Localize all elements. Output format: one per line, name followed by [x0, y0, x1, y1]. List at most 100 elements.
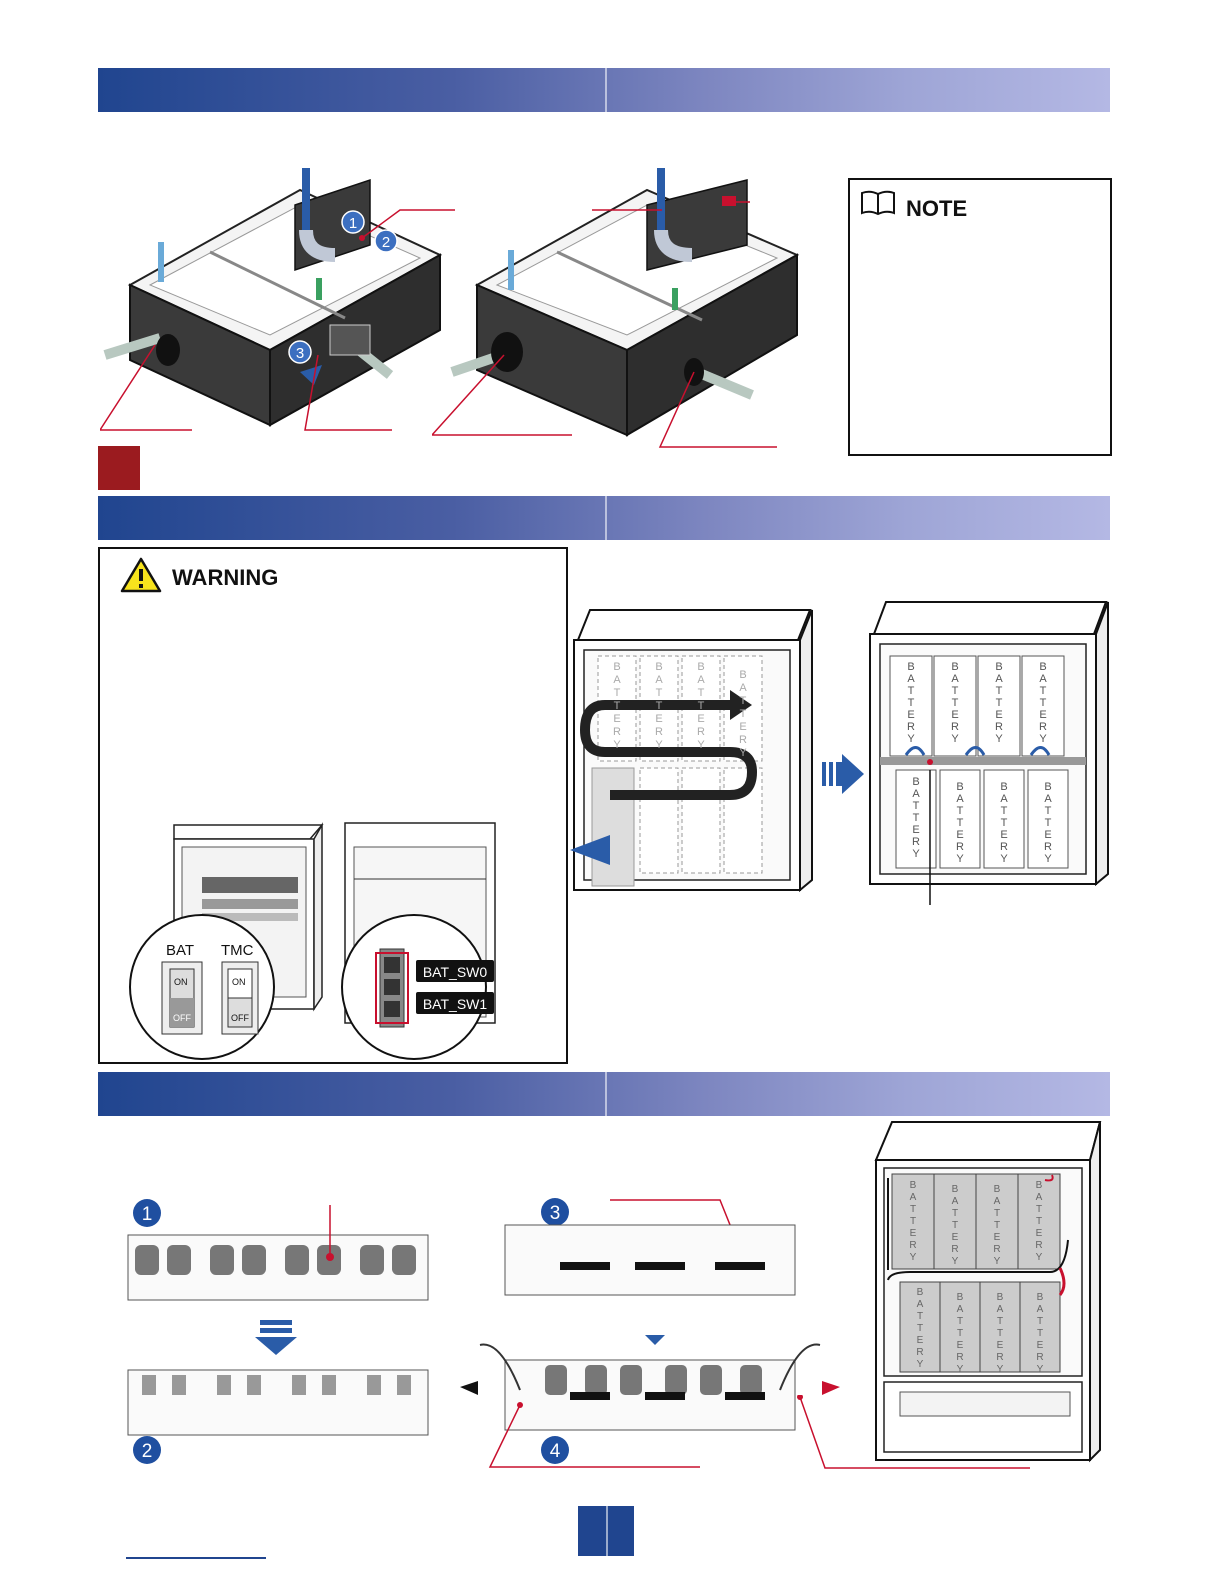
battery-label-letter: T — [910, 1216, 916, 1227]
battery-label-letter: T — [656, 687, 663, 699]
battery-label-letter: E — [997, 1340, 1004, 1351]
battery-label-letter: T — [698, 700, 705, 712]
step-2-badge: 2 — [382, 234, 390, 251]
page-number-box — [578, 1506, 634, 1556]
battery-label-letter: T — [913, 800, 920, 812]
battery-label-letter: T — [1045, 805, 1052, 817]
battery-label-letter: B — [912, 776, 919, 788]
battery-label-letter: A — [613, 674, 621, 686]
battery-label-letter: A — [952, 1196, 959, 1207]
section-header-bar-3 — [98, 1072, 1110, 1116]
battery-label-letter: E — [994, 1232, 1001, 1243]
battery-label-letter: E — [995, 709, 1002, 721]
battery-label-letter: A — [1044, 793, 1052, 805]
battery-label-letter: T — [952, 1208, 958, 1219]
battery-label-letter: Y — [1036, 1252, 1043, 1263]
battery-label-letter: R — [1035, 1240, 1042, 1251]
battery-label-letter: E — [1036, 1228, 1043, 1239]
battery-label-letter: R — [1044, 841, 1052, 853]
battery-label-letter: T — [908, 685, 915, 697]
battery-cabinet-wired-figure: BATTERYBATTERYBATTERYBATTERYBATTERYBATTE… — [874, 1121, 1102, 1463]
battery-label-letter: B — [994, 1184, 1001, 1195]
battery-label-letter: T — [952, 685, 959, 697]
battery-label-letter: R — [995, 721, 1003, 733]
battery-label-letter: T — [740, 695, 747, 707]
battery-label-letter: R — [739, 734, 747, 746]
battery-label-letter: A — [1037, 1304, 1044, 1315]
battery-label-letter: B — [739, 669, 746, 681]
battery-label-letter: B — [997, 1292, 1004, 1303]
battery-label-letter: T — [996, 697, 1003, 709]
tmc-label: TMC — [221, 942, 254, 959]
battery-label-letter: E — [1037, 1340, 1044, 1351]
battery-label-letter: T — [997, 1316, 1003, 1327]
battery-label-letter: A — [1036, 1192, 1043, 1203]
battery-label-letter: Y — [1039, 733, 1047, 745]
battery-label-letter: T — [910, 1204, 916, 1215]
warning-icon — [120, 557, 162, 593]
callout-line-right — [797, 1395, 1030, 1469]
battery-label-letter: A — [907, 673, 915, 685]
battery-label-letter: B — [910, 1180, 917, 1191]
battery-label-letter: R — [951, 721, 959, 733]
battery-label-letter: T — [1001, 805, 1008, 817]
battery-label-letter: E — [739, 721, 746, 733]
transition-arrow-icon — [822, 754, 864, 794]
battery-label-letter: T — [952, 697, 959, 709]
battery-label-letter: R — [909, 1240, 916, 1251]
battery-label-letter: A — [917, 1299, 924, 1310]
battery-label-letter: Y — [655, 739, 663, 751]
battery-label-letter: Y — [910, 1252, 917, 1263]
battery-install-figure-right: BATTERYBATTERYBATTERYBATTERYBATTERYBATTE… — [869, 601, 1109, 905]
battery-label-letter: T — [614, 700, 621, 712]
battery-label-letter: A — [995, 673, 1003, 685]
battery-label-letter: Y — [1000, 853, 1008, 865]
battery-label-letter: R — [613, 726, 621, 738]
tmc-off-label: OFF — [231, 1013, 249, 1023]
battery-label-letter: T — [994, 1220, 1000, 1231]
battery-label-letter: T — [1040, 697, 1047, 709]
battery-label-letter: T — [908, 697, 915, 709]
battery-label-letter: B — [613, 661, 620, 673]
battery-label-letter: A — [912, 788, 920, 800]
battery-label-letter: Y — [907, 733, 915, 745]
battery-label-letter: Y — [697, 739, 705, 751]
battery-label-letter: B — [1037, 1292, 1044, 1303]
battery-label-letter: E — [907, 709, 914, 721]
step-4-terminal-badge: 4 — [550, 1441, 561, 1462]
battery-label-letter: R — [697, 726, 705, 738]
battery-label-letter: B — [995, 661, 1002, 673]
battery-label-letter: Y — [956, 853, 964, 865]
battery-label-letter: R — [912, 836, 920, 848]
battery-label-letter: T — [952, 1220, 958, 1231]
battery-label-letter: T — [913, 812, 920, 824]
bat-sw1-label: BAT_SW1 — [423, 996, 488, 1012]
battery-label-letter: T — [957, 1328, 963, 1339]
battery-label-letter: R — [993, 1244, 1000, 1255]
battery-label-letter: T — [957, 805, 964, 817]
step-1-terminal-badge: 1 — [142, 1204, 153, 1225]
bat-off-label: OFF — [173, 1013, 191, 1023]
step-1-badge: 1 — [349, 215, 357, 232]
battery-label-letter: Y — [997, 1364, 1004, 1375]
battery-label-letter: Y — [613, 739, 621, 751]
battery-label-letter: A — [910, 1192, 917, 1203]
battery-label-letter: Y — [1037, 1364, 1044, 1375]
battery-label-letter: R — [996, 1352, 1003, 1363]
battery-label-letter: R — [951, 1244, 958, 1255]
battery-label-letter: Y — [951, 733, 959, 745]
battery-label-letter: E — [917, 1335, 924, 1346]
battery-label-letter: E — [655, 713, 662, 725]
battery-label-letter: R — [1039, 721, 1047, 733]
battery-label-letter: Y — [952, 1256, 959, 1267]
battery-label-letter: T — [614, 687, 621, 699]
battery-label-letter: T — [1036, 1216, 1042, 1227]
battery-label-letter: E — [952, 1232, 959, 1243]
battery-label-letter: T — [1001, 817, 1008, 829]
battery-label-letter: Y — [994, 1256, 1001, 1267]
battery-label-letter: Y — [912, 848, 920, 860]
battery-label-letter: B — [907, 661, 914, 673]
battery-label-letter: Y — [957, 1364, 964, 1375]
battery-label-letter: B — [1000, 781, 1007, 793]
